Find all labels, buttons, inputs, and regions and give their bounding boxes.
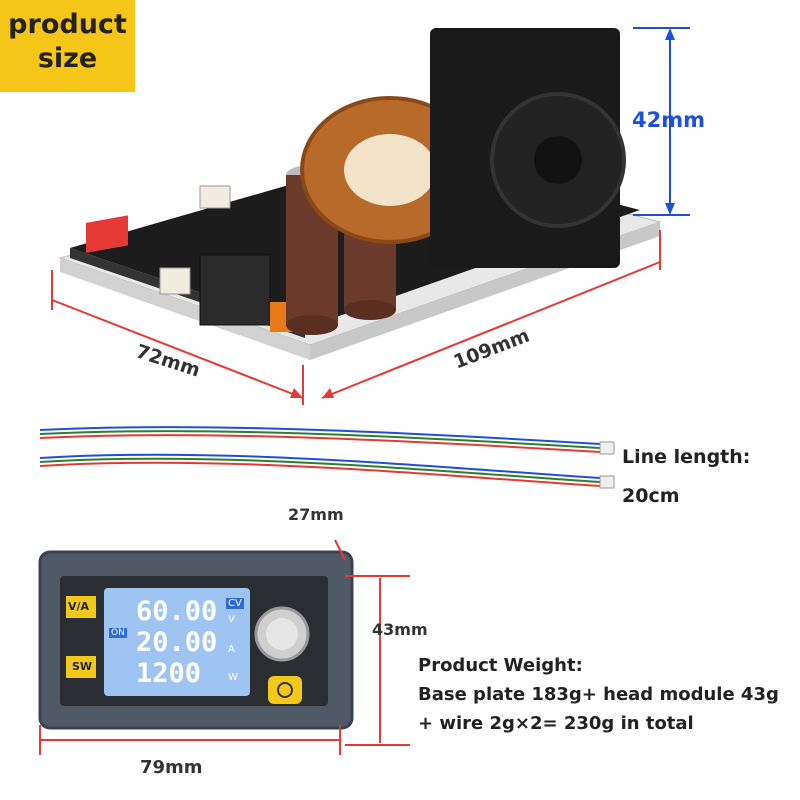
- lcd-voltage: 60.00: [136, 596, 218, 627]
- btn-va-label: V/A: [68, 600, 90, 613]
- cable: [39, 426, 615, 489]
- display-width-label: 79mm: [140, 757, 203, 778]
- product-size-banner: product size: [0, 0, 135, 92]
- lcd-unit-a: A: [228, 644, 235, 655]
- lcd-current: 20.00: [136, 627, 218, 658]
- power-button: [268, 676, 302, 704]
- lcd-screen: [104, 588, 250, 696]
- height-label: 42mm: [632, 108, 705, 132]
- weight-line1: Base plate 183g+ head module 43g: [418, 684, 779, 705]
- weight-line2: + wire 2g×2= 230g in total: [418, 713, 694, 734]
- lcd-on: ON: [109, 628, 127, 638]
- display-height-label: 43mm: [372, 620, 428, 639]
- lcd-mode: CV: [226, 598, 244, 609]
- dip-switch: [86, 215, 128, 253]
- lcd-unit-w: W: [228, 672, 238, 683]
- banner-line1: product: [8, 9, 127, 40]
- display-depth-label: 27mm: [288, 505, 344, 524]
- lcd-power: 1200: [136, 658, 202, 689]
- terminal-block: [199, 254, 271, 326]
- btn-sw: [66, 656, 96, 678]
- line-length-value: 20cm: [622, 485, 680, 507]
- banner-line2: size: [37, 43, 98, 74]
- connector: [199, 185, 231, 209]
- line-length-label: Line length:: [622, 446, 751, 468]
- btn-sw-label: SW: [72, 660, 93, 673]
- lcd-unit-v: V: [228, 614, 235, 625]
- weight-title: Product Weight:: [418, 655, 583, 676]
- btn-va: [66, 596, 96, 618]
- connector: [159, 267, 191, 295]
